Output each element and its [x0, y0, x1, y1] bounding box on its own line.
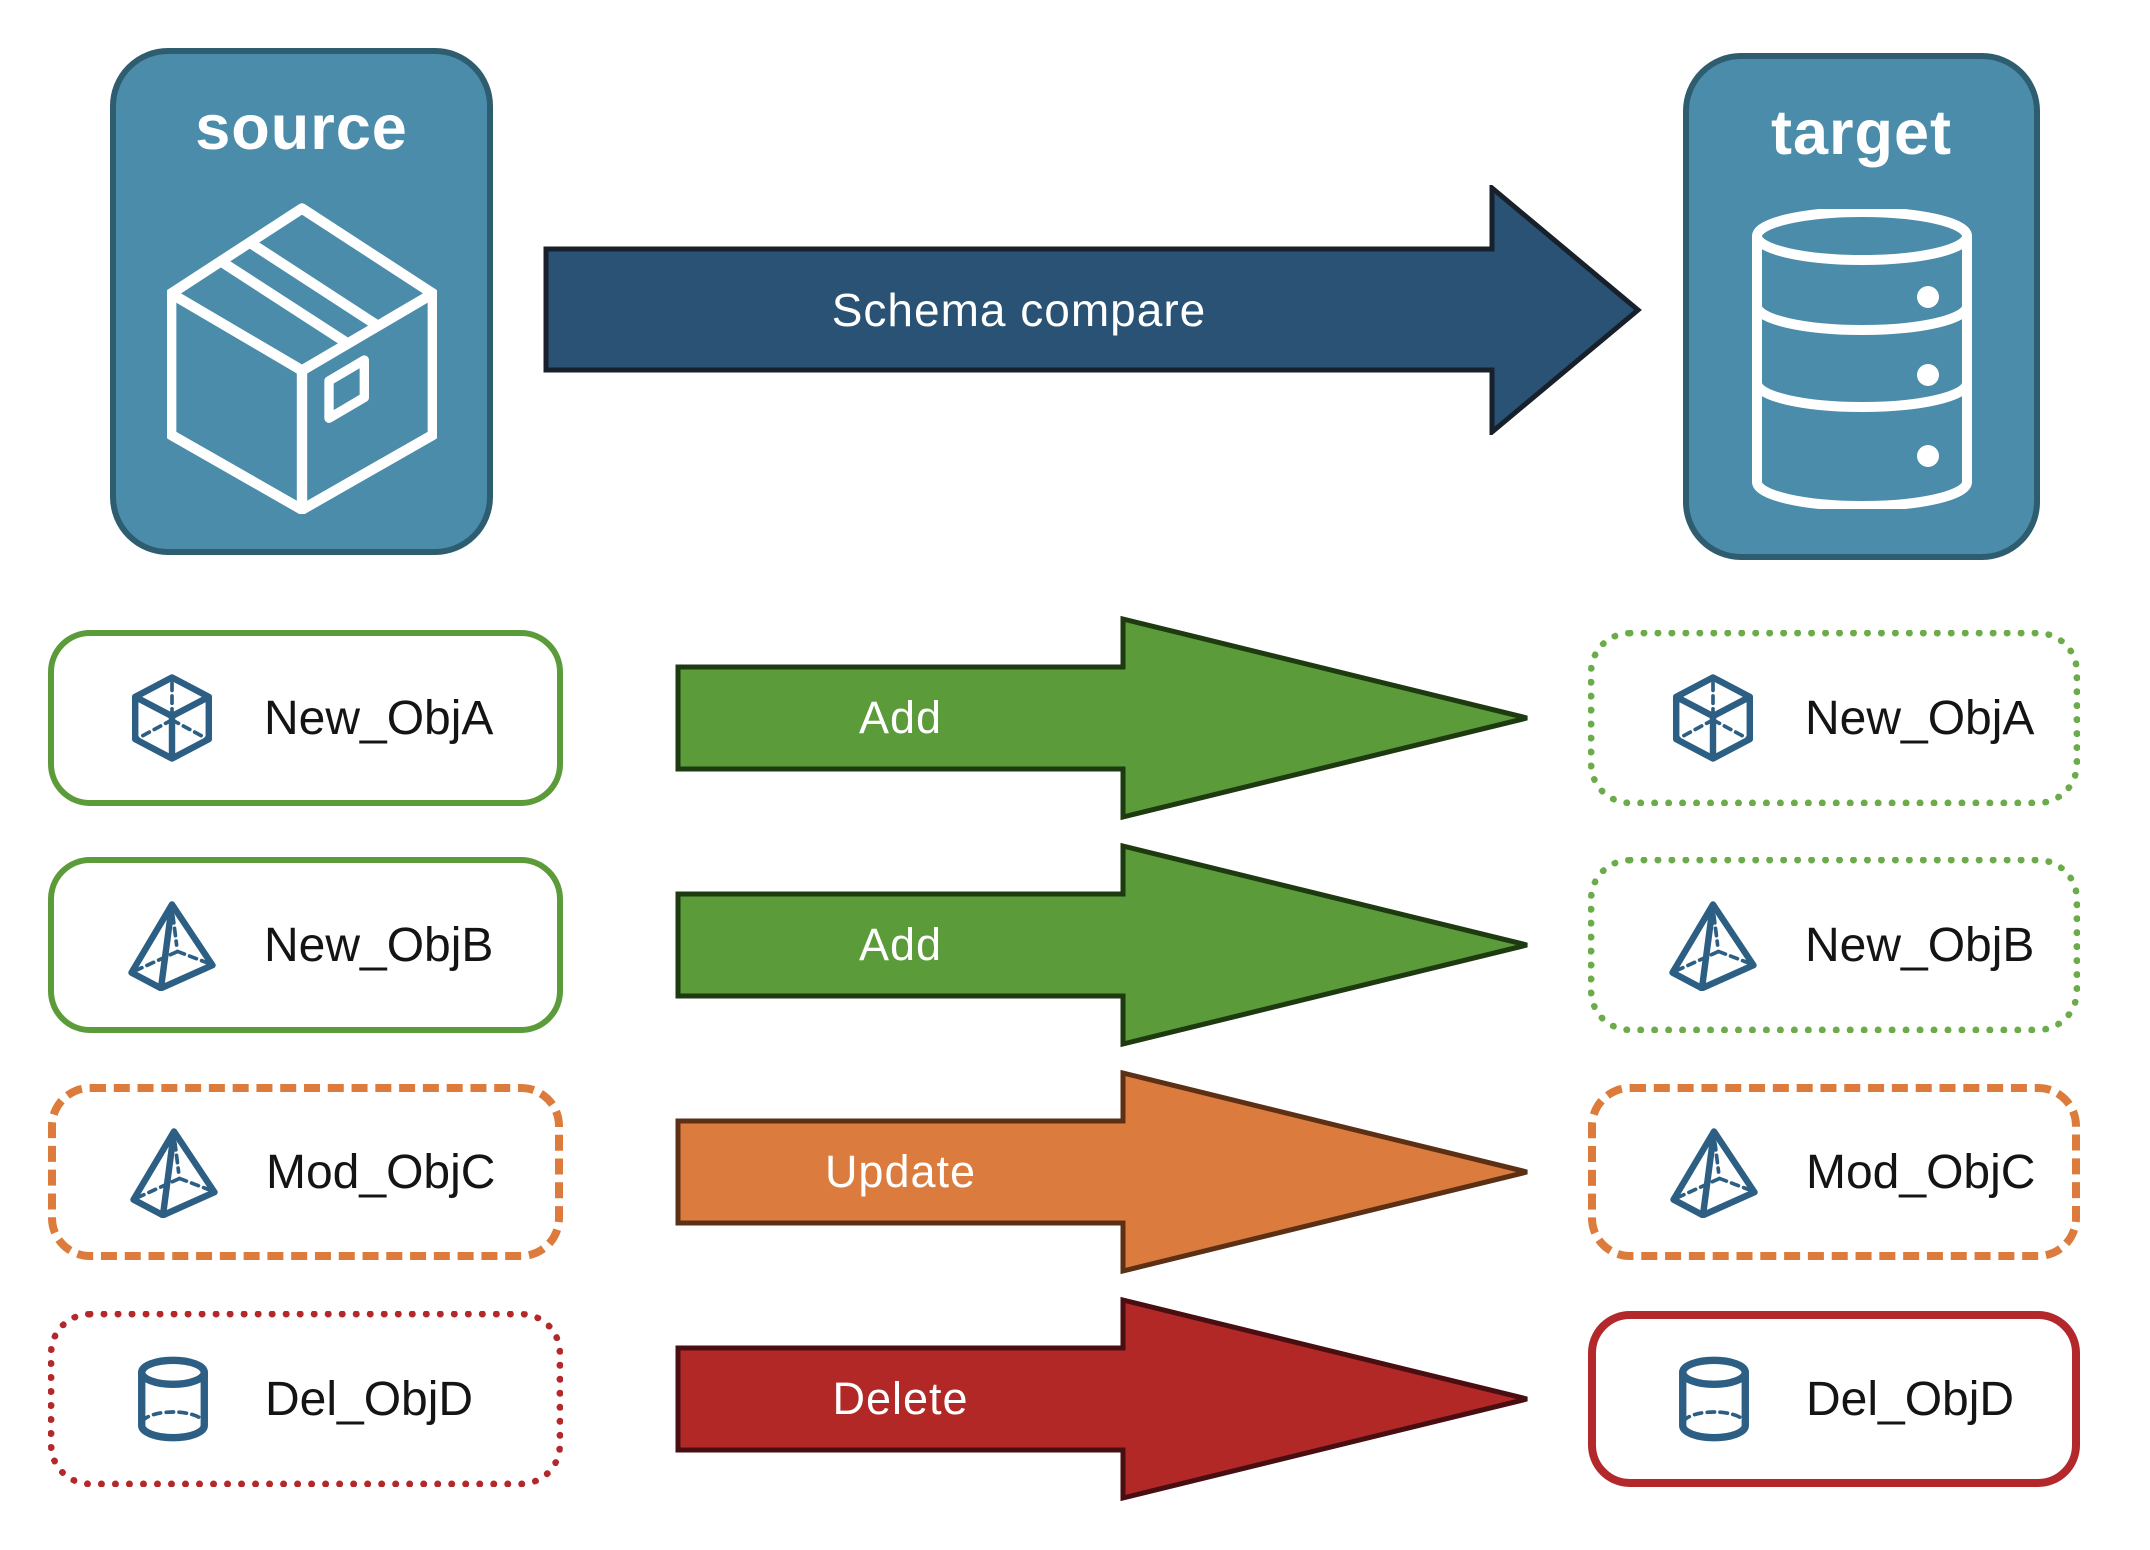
object-label: Del_ObjD [265, 1372, 474, 1426]
database-icon [1751, 209, 1972, 509]
update-arrow [675, 1069, 1528, 1275]
source-title: source [195, 93, 408, 163]
pyramid-icon [1669, 901, 1757, 991]
add-arrow-label: Add [858, 919, 943, 970]
update-arrow-label: Update [824, 1146, 977, 1197]
object-label: Mod_ObjC [1806, 1145, 2036, 1199]
schema-compare-label: Schema compare [831, 283, 1207, 336]
target-title: target [1770, 98, 1953, 168]
target-object-del-objd: Del_ObjD [1588, 1311, 2080, 1487]
source-object-mod-objc: Mod_ObjC [48, 1084, 563, 1260]
cube-icon [1672, 674, 1754, 762]
source-object-new-objb: New_ObjB [48, 857, 563, 1033]
object-label: New_ObjB [264, 918, 494, 972]
cylinder-icon [1679, 1356, 1749, 1442]
target-node: target [1683, 53, 2040, 560]
pyramid-icon [128, 901, 216, 991]
object-label: New_ObjA [1805, 691, 2035, 745]
pyramid-icon [1670, 1128, 1758, 1218]
object-label: Mod_ObjC [266, 1145, 496, 1199]
schema-compare-arrow [543, 185, 1642, 435]
target-object-new-objb: New_ObjB [1588, 857, 2080, 1033]
add-arrow [675, 842, 1528, 1048]
add-arrow [675, 615, 1528, 821]
cube-icon [131, 674, 213, 762]
object-label: New_ObjB [1805, 918, 2035, 972]
add-arrow-label: Add [858, 692, 943, 743]
source-object-new-obja: New_ObjA [48, 630, 563, 806]
source-node: source [110, 48, 493, 555]
target-object-mod-objc: Mod_ObjC [1588, 1084, 2080, 1260]
package-icon [166, 203, 437, 514]
target-object-new-obja: New_ObjA [1588, 630, 2080, 806]
object-label: Del_ObjD [1806, 1372, 2015, 1426]
object-label: New_ObjA [264, 691, 494, 745]
source-object-del-objd: Del_ObjD [48, 1311, 563, 1487]
cylinder-icon [138, 1356, 208, 1442]
pyramid-icon [130, 1128, 218, 1218]
delete-arrow-label: Delete [832, 1373, 969, 1424]
delete-arrow [675, 1296, 1528, 1502]
